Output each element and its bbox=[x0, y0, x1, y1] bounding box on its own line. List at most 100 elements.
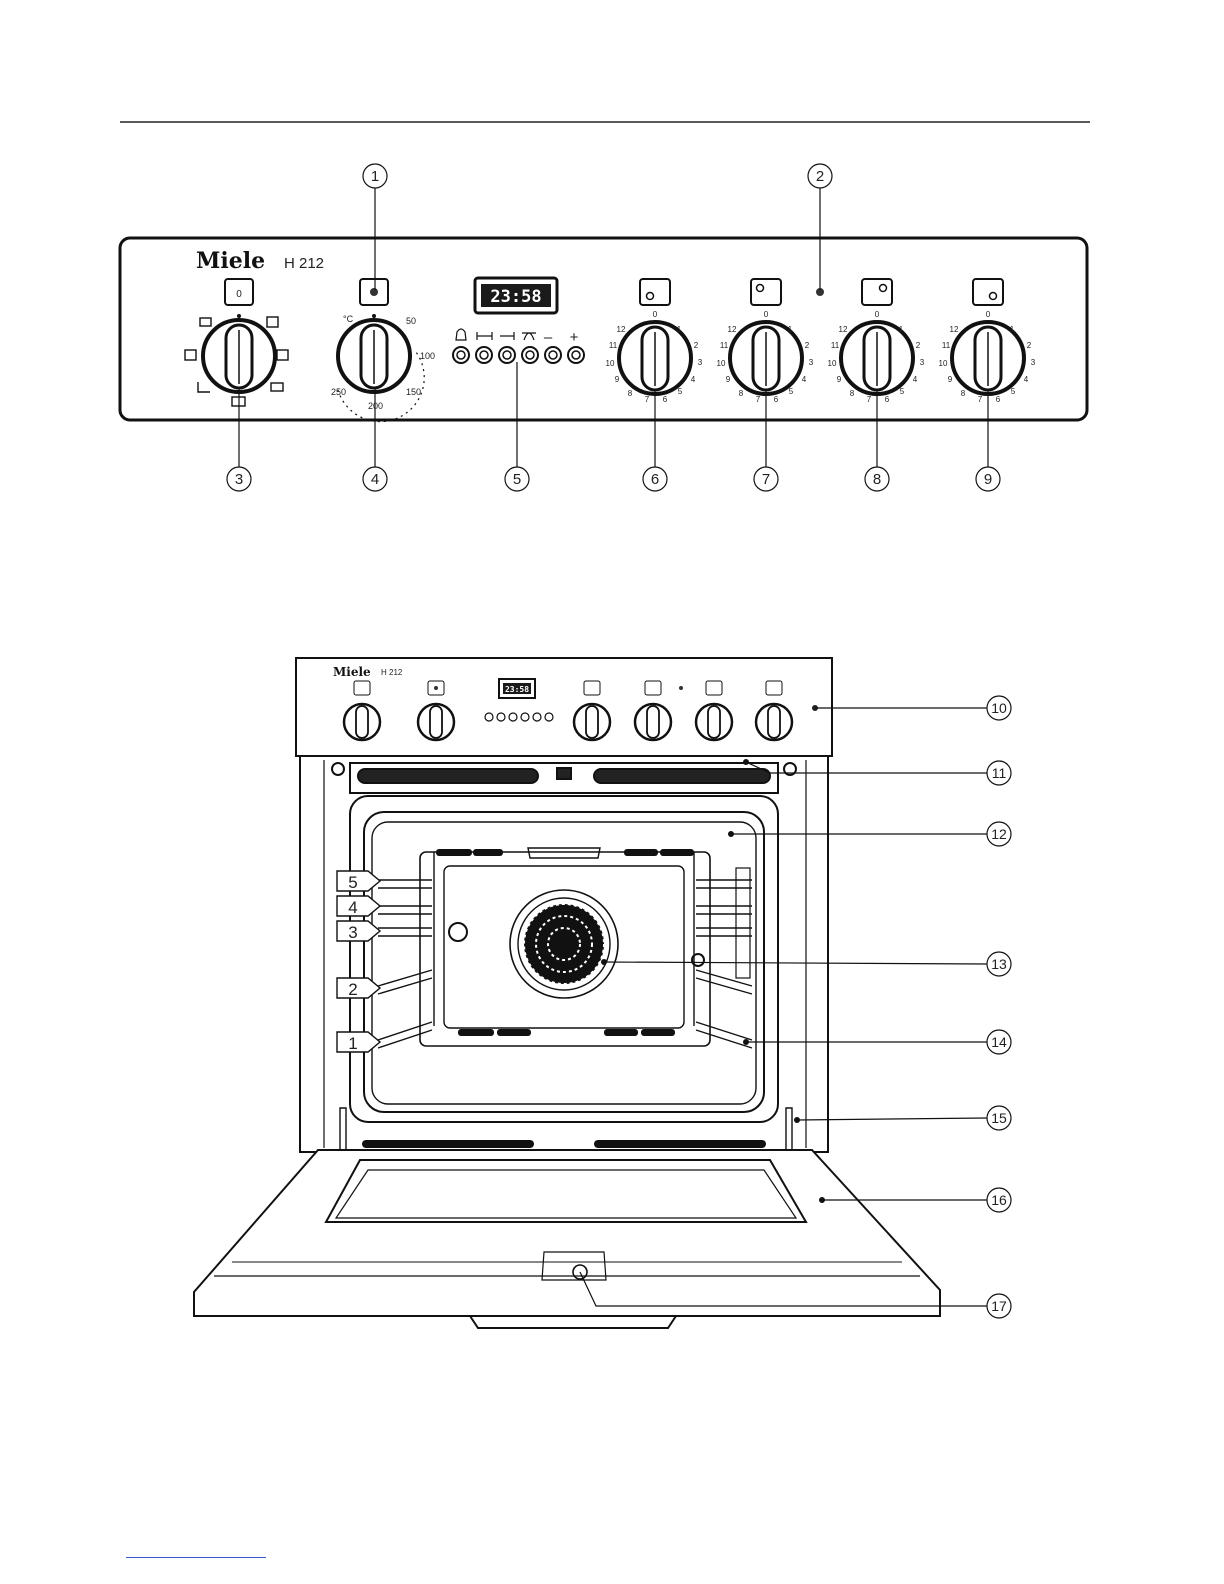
timer-button[interactable] bbox=[499, 347, 515, 363]
svg-text:9: 9 bbox=[984, 471, 992, 488]
temperature-indicator-light bbox=[370, 288, 378, 296]
svg-text:0: 0 bbox=[764, 310, 769, 319]
svg-text:1: 1 bbox=[371, 168, 379, 185]
svg-text:4: 4 bbox=[371, 471, 379, 488]
svg-text:H 212: H 212 bbox=[381, 668, 403, 677]
timer-button[interactable] bbox=[522, 347, 538, 363]
svg-text:8: 8 bbox=[850, 389, 855, 398]
model-label: H 212 bbox=[284, 255, 324, 272]
svg-text:10: 10 bbox=[828, 359, 837, 368]
shelf-level-tags: 5 4 3 2 1 bbox=[337, 871, 380, 1053]
svg-text:10: 10 bbox=[717, 359, 726, 368]
svg-text:5: 5 bbox=[789, 387, 794, 396]
svg-text:2: 2 bbox=[816, 168, 824, 185]
svg-text:5: 5 bbox=[678, 387, 683, 396]
svg-text:7: 7 bbox=[762, 471, 770, 488]
shelf-level-2: 2 bbox=[337, 978, 380, 999]
svg-text:15: 15 bbox=[991, 1110, 1007, 1126]
svg-text:7: 7 bbox=[867, 395, 872, 404]
svg-text:1: 1 bbox=[348, 1034, 357, 1053]
oven-overview: Miele H 212 23:58 bbox=[194, 658, 1011, 1328]
svg-text:4: 4 bbox=[348, 898, 357, 917]
svg-text:11: 11 bbox=[992, 765, 1007, 781]
svg-text:3: 3 bbox=[235, 471, 243, 488]
control-panel: Miele H 212 23:58 – + 0 bbox=[120, 238, 1087, 422]
svg-text:8: 8 bbox=[739, 389, 744, 398]
svg-text:0: 0 bbox=[653, 310, 658, 319]
door-hinge-left bbox=[340, 1108, 346, 1150]
svg-text:6: 6 bbox=[774, 395, 779, 404]
svg-text:1: 1 bbox=[1010, 325, 1015, 334]
svg-text:4: 4 bbox=[802, 375, 807, 384]
brand-logo: Miele bbox=[196, 248, 265, 274]
svg-text:1: 1 bbox=[899, 325, 904, 334]
svg-text:6: 6 bbox=[885, 395, 890, 404]
svg-text:11: 11 bbox=[609, 341, 618, 350]
svg-text:11: 11 bbox=[831, 341, 840, 350]
svg-text:11: 11 bbox=[942, 341, 951, 350]
svg-text:2: 2 bbox=[1027, 341, 1032, 350]
svg-text:2: 2 bbox=[348, 980, 357, 999]
svg-text:13: 13 bbox=[991, 956, 1007, 972]
svg-text:6: 6 bbox=[651, 471, 659, 488]
svg-text:3: 3 bbox=[1031, 358, 1036, 367]
svg-text:3: 3 bbox=[698, 358, 703, 367]
shelf-level-3: 3 bbox=[337, 921, 380, 942]
timer-button[interactable] bbox=[568, 347, 584, 363]
svg-text:1: 1 bbox=[677, 325, 682, 334]
temp-100: 100 bbox=[420, 351, 435, 361]
oven-door[interactable] bbox=[194, 1150, 940, 1328]
svg-text:2: 2 bbox=[805, 341, 810, 350]
svg-text:7: 7 bbox=[978, 395, 983, 404]
door-hinge-right bbox=[786, 1108, 792, 1150]
minus-icon: – bbox=[544, 329, 553, 346]
svg-text:5: 5 bbox=[1011, 387, 1016, 396]
svg-text:17: 17 bbox=[991, 1298, 1007, 1314]
svg-text:8: 8 bbox=[628, 389, 633, 398]
plus-icon: + bbox=[570, 329, 579, 346]
svg-text:10: 10 bbox=[939, 359, 948, 368]
hob-indicator-box bbox=[640, 279, 670, 305]
shelf-runners-right bbox=[694, 852, 752, 1048]
timer-button[interactable] bbox=[476, 347, 492, 363]
svg-text:7: 7 bbox=[645, 395, 650, 404]
svg-text:12: 12 bbox=[950, 325, 959, 334]
hob-indicator-box bbox=[862, 279, 892, 305]
svg-text:3: 3 bbox=[809, 358, 814, 367]
shelf-level-1: 1 bbox=[337, 1032, 380, 1053]
timer-button[interactable] bbox=[545, 347, 561, 363]
shelf-level-4: 4 bbox=[337, 896, 380, 917]
svg-text:4: 4 bbox=[1024, 375, 1029, 384]
svg-text:4: 4 bbox=[691, 375, 696, 384]
svg-text:14: 14 bbox=[991, 1034, 1007, 1050]
svg-text:8: 8 bbox=[873, 471, 881, 488]
svg-text:2: 2 bbox=[916, 341, 921, 350]
svg-text:12: 12 bbox=[617, 325, 626, 334]
svg-text:3: 3 bbox=[348, 923, 357, 942]
oven-body bbox=[300, 756, 828, 1152]
svg-text:0: 0 bbox=[986, 310, 991, 319]
timer-button[interactable] bbox=[453, 347, 469, 363]
svg-text:6: 6 bbox=[996, 395, 1001, 404]
hob-indicator-box bbox=[973, 279, 1003, 305]
svg-text:Miele: Miele bbox=[333, 665, 371, 679]
svg-text:9: 9 bbox=[948, 375, 953, 384]
svg-text:11: 11 bbox=[720, 341, 729, 350]
temp-50: 50 bbox=[406, 316, 416, 326]
svg-text:12: 12 bbox=[839, 325, 848, 334]
svg-text:3: 3 bbox=[920, 358, 925, 367]
svg-text:7: 7 bbox=[756, 395, 761, 404]
svg-text:9: 9 bbox=[615, 375, 620, 384]
svg-text:16: 16 bbox=[991, 1192, 1007, 1208]
svg-text:8: 8 bbox=[961, 389, 966, 398]
svg-text:12: 12 bbox=[991, 826, 1007, 842]
temp-150: 150 bbox=[406, 387, 421, 397]
svg-text:12: 12 bbox=[728, 325, 737, 334]
svg-text:10: 10 bbox=[991, 700, 1007, 716]
temp-unit: °C bbox=[343, 314, 354, 324]
svg-text:5: 5 bbox=[513, 471, 521, 488]
svg-text:5: 5 bbox=[900, 387, 905, 396]
temp-250: 250 bbox=[331, 387, 346, 397]
svg-text:9: 9 bbox=[726, 375, 731, 384]
